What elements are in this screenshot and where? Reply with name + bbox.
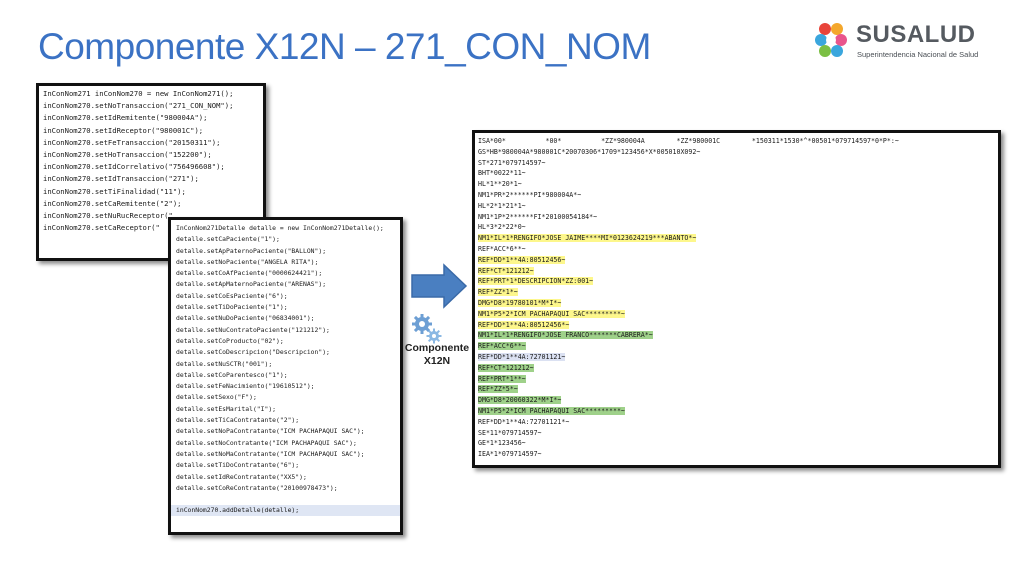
x12-output-lines: ISA*00* *00* *ZZ*980004A *ZZ*980001C *15…: [475, 133, 998, 460]
segment-highlight: NM1*P5*2*ICM PACHAPAQUI SAC*********~: [478, 309, 625, 318]
code-line: detalle.setEsMarital("I");: [176, 404, 277, 413]
x12-segment-line: HL*2*1*21*1~: [478, 201, 526, 210]
susalud-logo: SUSALUD Superintendencia Nacional de Sal…: [812, 20, 992, 65]
code-line: inConNom270.setCaRemitente("2");: [43, 198, 182, 208]
code-line: detalle.setCoProducto("02");: [176, 336, 284, 345]
code-line: inConNom270.setIdRemitente("980004A");: [43, 113, 208, 123]
code-line: InConNom271 inConNom270 = new InConNom27…: [43, 89, 234, 98]
x12-segment-line: NM1*P5*2*ICM PACHAPAQUI SAC*********~: [475, 309, 998, 320]
code-line: inConNom270.setCaReceptor(": [43, 223, 160, 233]
code-line: detalle.setApPaternoPaciente("BALLON");: [176, 246, 327, 255]
header-code-panel: InConNom271 inConNom270 = new InConNom27…: [36, 83, 266, 261]
code-line: detalle.setIdReContratante("XX5");: [176, 472, 307, 481]
x12-segment-line: NM1*1P*2******FI*20100054184*~: [478, 212, 598, 221]
code-line: detalle.setNuContratoPaciente("121212");: [176, 325, 330, 334]
code-line: inConNom270.setNuRucReceptor(": [43, 210, 173, 220]
x12-segment-line: REF*DD*1**4A:80512456*~: [475, 320, 998, 331]
x12-segment-line: HL*1**20*1~: [478, 180, 522, 189]
x12-segment-line: REF*CT*121212~: [475, 363, 998, 374]
segment-highlight: REF*CT*121212~: [478, 363, 534, 372]
segment-highlight: REF*DD*1**4A:80512456*~: [478, 320, 570, 329]
component-label-line1: Componente: [404, 342, 470, 354]
code-line: detalle.setNuSCTR("001");: [176, 359, 273, 368]
segment-highlight: REF*ACC*6**~: [478, 342, 526, 351]
segment-highlight: REF*DD*1**4A:72701121~: [478, 352, 566, 361]
code-line: inConNom270.setIdReceptor("980001C");: [43, 125, 204, 135]
x12-segment-line: NM1*PR*2******PI*980004A*~: [478, 190, 582, 199]
code-line: detalle.setTiDoPaciente("1");: [176, 303, 288, 312]
logo-tagline: Superintendencia Nacional de Salud: [857, 50, 979, 59]
x12-segment-line: REF*ZZ*5*~: [475, 384, 998, 395]
code-line: inConNom270.setIdCorrelativo("756496608"…: [43, 162, 225, 172]
code-line: detalle.setNoPaciente("ANGELA RITA");: [176, 257, 319, 266]
x12-segment-line: REF*PRT*1*DESCRIPCION*ZZ:001~: [475, 276, 998, 287]
code-line: detalle.setTiCaContratante("2");: [176, 416, 300, 425]
x12-segment-line: ST*271*079714597~: [478, 158, 546, 167]
code-line: inConNom270.setHoTransaccion("152200");: [43, 149, 212, 159]
gears-icon: [412, 314, 442, 344]
code-line: detalle.setCoEsPaciente("6");: [176, 291, 288, 300]
segment-highlight: REF*DD*1**4A:80512456~: [478, 255, 566, 264]
code-line: detalle.setCoParentesco("1");: [176, 370, 288, 379]
code-line: detalle.setApMaternoPaciente("ARENAS");: [176, 280, 327, 289]
x12-segment-line: REF*DD*1**4A:80512456~: [475, 255, 998, 266]
code-line: detalle.setTiDoContratante("6");: [176, 461, 300, 470]
code-line: detalle.setCoDescripcion("Descripcion");: [176, 348, 330, 357]
x12-segment-line: NM1*P5*2*ICM PACHAPAQUI SAC*********~: [475, 406, 998, 417]
detail-code-lines: InConNom271Detalle detalle = new InConNo…: [171, 220, 400, 494]
x12-segment-line: BHT*0022*11~: [478, 169, 526, 178]
code-line: detalle.setCoReContratante("20100978473"…: [176, 483, 338, 492]
segment-highlight: REF*CT*121212~: [478, 266, 534, 275]
code-line: InConNom271Detalle detalle = new InConNo…: [176, 224, 384, 232]
code-line: inConNom270.setIdTransaccion("271");: [43, 174, 199, 184]
code-line: detalle.setFeNacimiento("19610512");: [176, 382, 315, 391]
x12-segment-line: NM1*IL*1*RENGIFO*JOSE JAIME****MI*012362…: [475, 233, 998, 244]
segment-highlight: REF*ZZ*5*~: [478, 385, 518, 394]
x12-segment-line: HL*3*2*22*0~: [478, 223, 526, 232]
x12-segment-line: DMG*D8*19780101*M*I*~: [475, 298, 998, 309]
x12-segment-line: REF*DD*1**4A:72701121*~: [478, 417, 570, 426]
segment-highlight: DMG*D8*20060322*M*I*~: [478, 396, 562, 405]
logo-name: SUSALUD: [856, 21, 976, 48]
x12-segment-line: IEA*1*079714597~: [478, 450, 542, 459]
segment-highlight: REF*ZZ*1*~: [478, 288, 518, 297]
x12-segment-line: ISA*00* *00* *ZZ*980004A *ZZ*980001C *15…: [478, 137, 899, 145]
code-line: detalle.setCaPaciente("1");: [176, 235, 280, 244]
component-label: Componente X12N: [404, 342, 470, 368]
add-detalle-line: inConNom270.addDetalle(detalle);: [171, 505, 400, 517]
x12-segment-line: REF*CT*121212~: [475, 266, 998, 277]
header-code-lines: InConNom271 inConNom270 = new InConNom27…: [39, 86, 263, 234]
x12-segment-line: GS*HB*980004A*980001C*20070306*1709*1234…: [478, 147, 701, 156]
x12-segment-line: REF*ACC*6**~: [475, 341, 998, 352]
x12-segment-line: SE*11*079714597~: [478, 428, 542, 437]
segment-highlight: NM1*IL*1*RENGIFO*JOSE FRANCO*******CABRE…: [478, 331, 653, 340]
x12-segment-line: REF*PRT*1**~: [475, 374, 998, 385]
x12-output-panel: ISA*00* *00* *ZZ*980004A *ZZ*980001C *15…: [472, 130, 1001, 468]
right-arrow-icon: [411, 263, 468, 309]
code-line: detalle.setNoContratante("ICM PACHAPAQUI…: [176, 438, 357, 447]
segment-highlight: REF*PRT*1*DESCRIPCION*ZZ:001~: [478, 277, 594, 286]
x12-segment-line: NM1*IL*1*RENGIFO*JOSE FRANCO*******CABRE…: [475, 330, 998, 341]
code-line: inConNom270.setFeTransaccion("20150311")…: [43, 137, 221, 147]
code-line: detalle.setSexo("F");: [176, 393, 257, 402]
component-label-line2: X12N: [423, 355, 451, 367]
code-line: detalle.setCoAfPaciente("0000624421");: [176, 269, 323, 278]
slide-title: Componente X12N – 271_CON_NOM: [38, 26, 651, 67]
code-line: detalle.setNoPaContratante("ICM PACHAPAQ…: [176, 427, 365, 436]
segment-highlight: NM1*P5*2*ICM PACHAPAQUI SAC*********~: [478, 406, 625, 415]
susalud-logo-mark-icon: [815, 23, 847, 57]
segment-highlight: REF*PRT*1**~: [478, 374, 526, 383]
code-line: inConNom270.setTiFinalidad("11");: [43, 186, 186, 196]
segment-highlight: NM1*IL*1*RENGIFO*JOSE JAIME****MI*012362…: [478, 234, 697, 243]
code-line: detalle.setNoMaContratante("ICM PACHAPAQ…: [176, 449, 365, 458]
code-line: inConNom270.setNoTransaccion("271_CON_NO…: [43, 101, 234, 111]
x12-segment-line: DMG*D8*20060322*M*I*~: [475, 395, 998, 406]
segment-highlight: DMG*D8*19780101*M*I*~: [478, 298, 562, 307]
x12-segment-line: GE*1*123456~: [478, 439, 526, 448]
code-line: detalle.setNuDoPaciente("06834001");: [176, 314, 315, 323]
x12-segment-line: REF*DD*1**4A:72701121~: [475, 352, 998, 363]
x12-segment-line: REF*ZZ*1*~: [475, 287, 998, 298]
x12-segment-line: REF*ACC*6**~: [478, 244, 526, 253]
detail-code-panel: InConNom271Detalle detalle = new InConNo…: [168, 217, 403, 535]
